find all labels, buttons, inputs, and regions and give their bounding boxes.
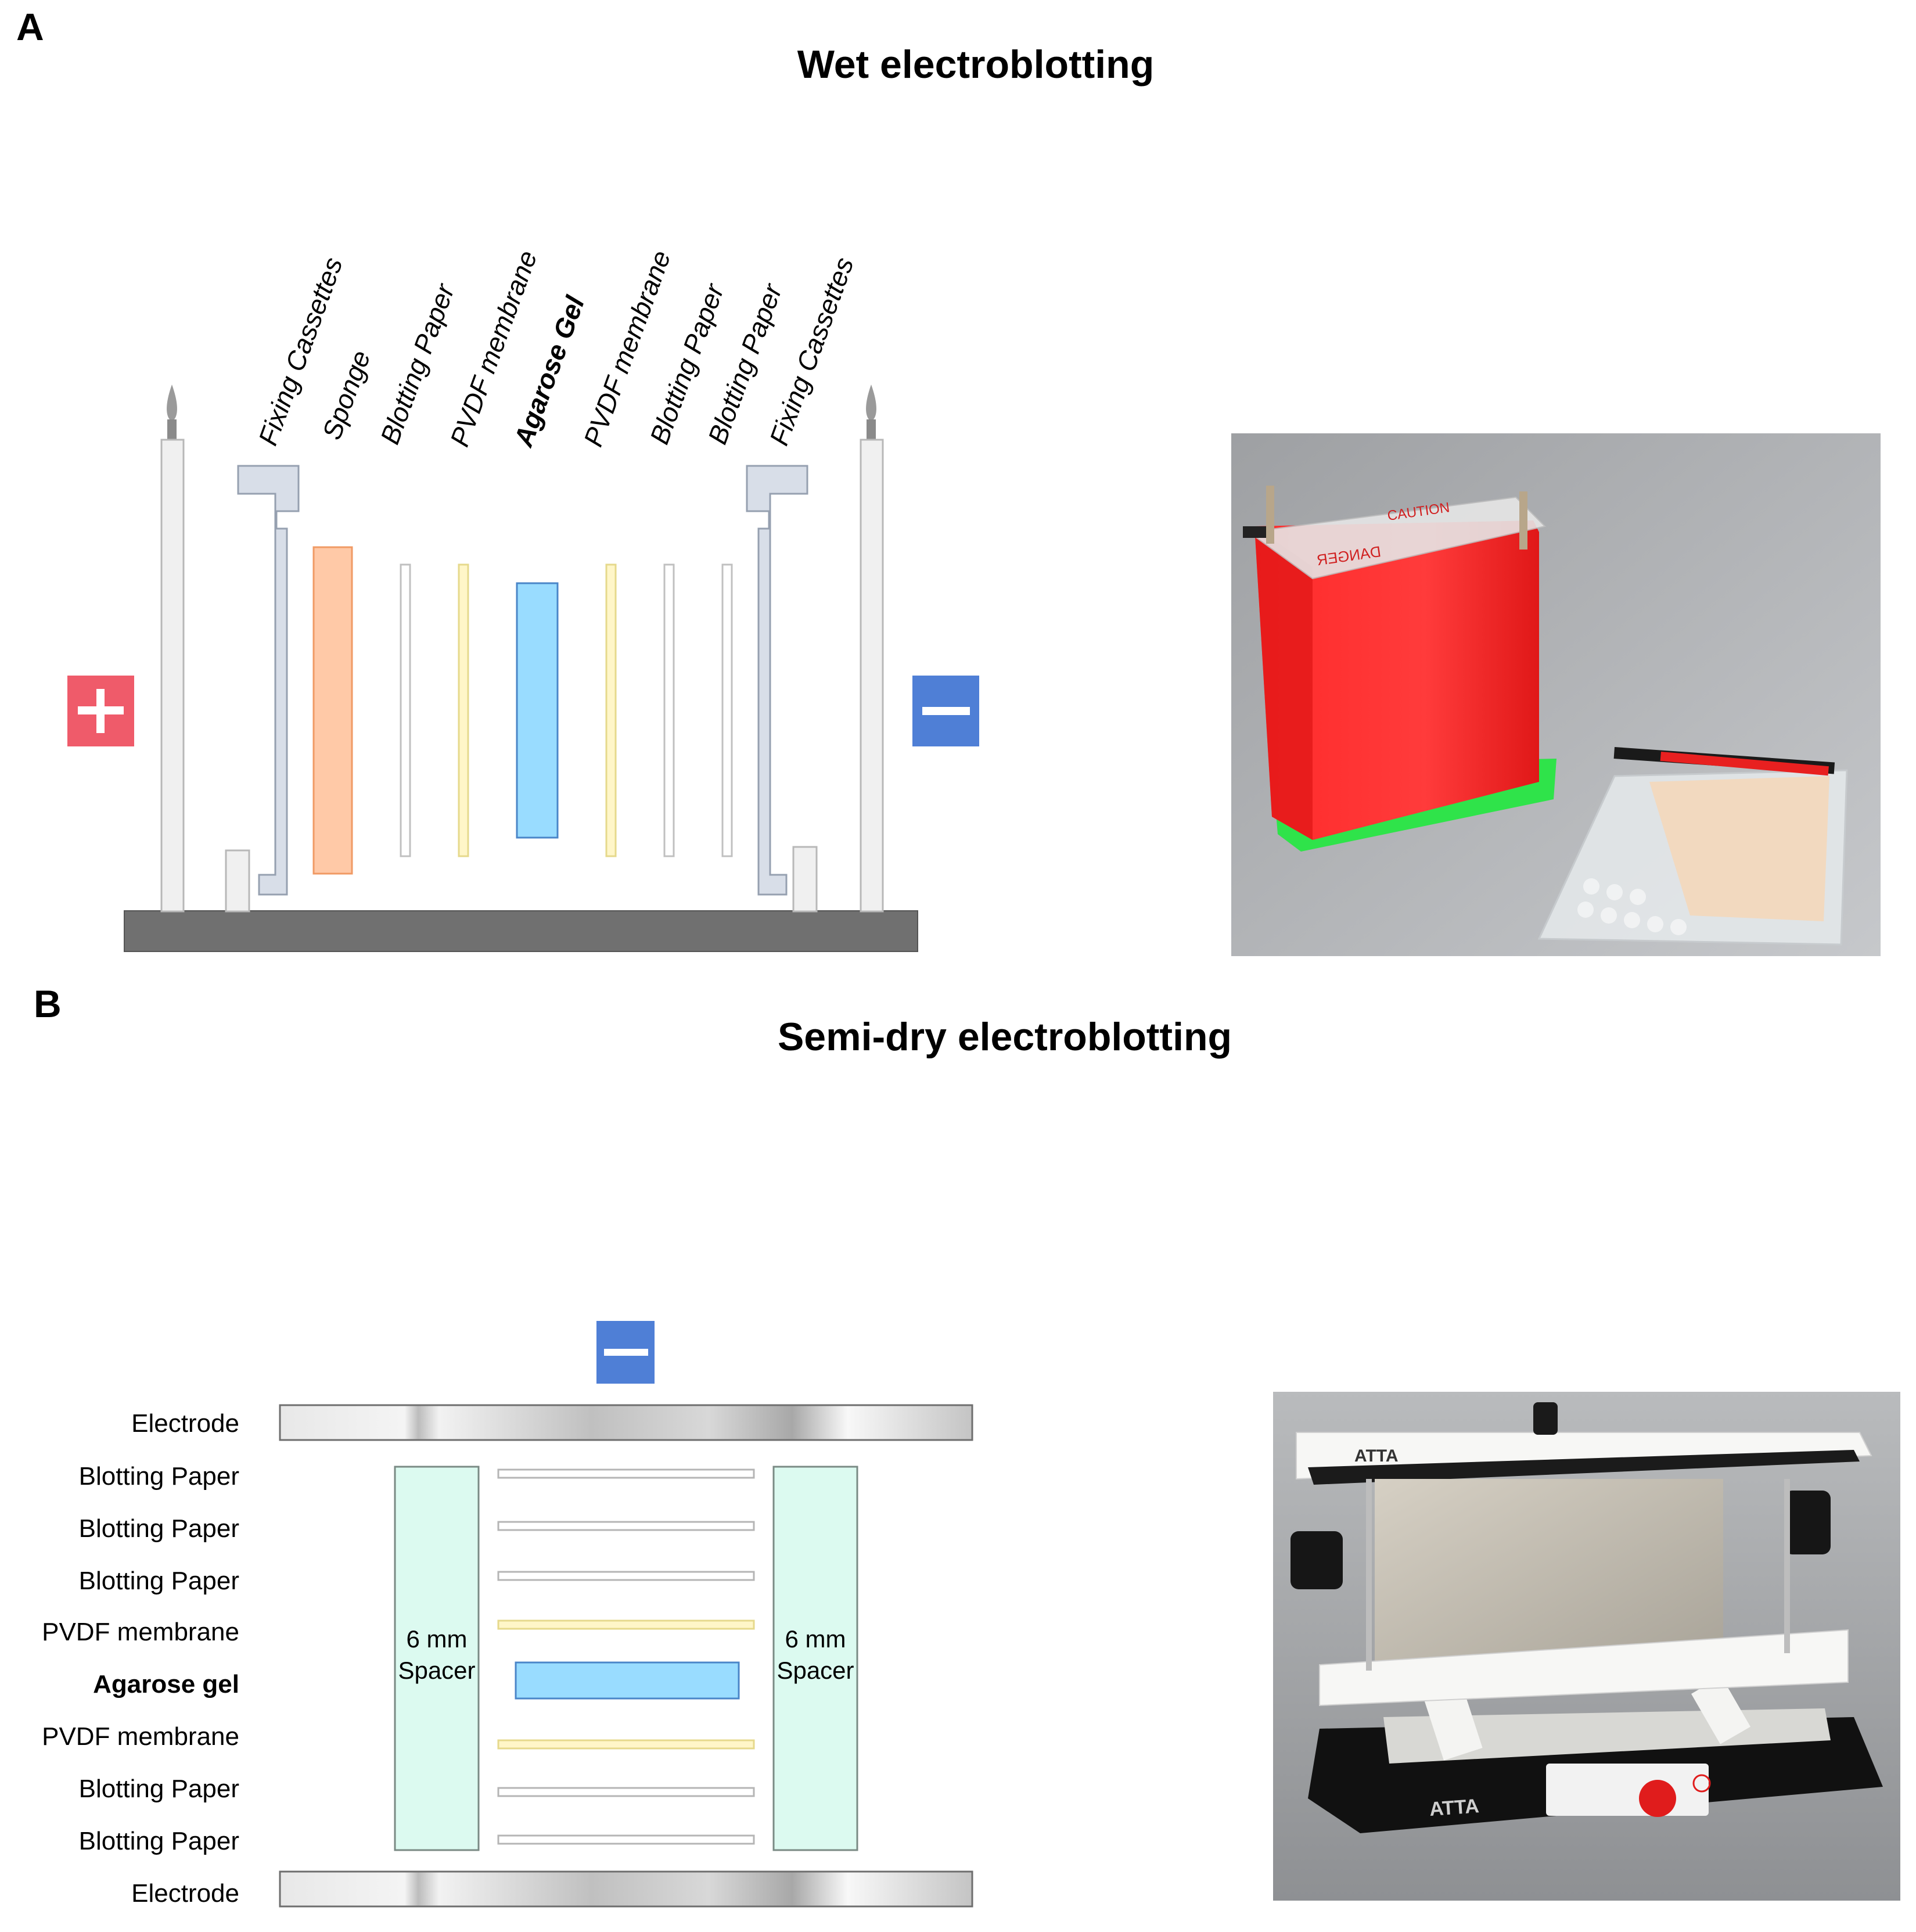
stack-label: Electrode (131, 1409, 239, 1438)
spacer-size-label: 6 mm (407, 1625, 468, 1653)
tank-lid (1247, 496, 1546, 580)
layer-label: Fixing Cassettes (764, 253, 860, 449)
agarose-gel-layer (516, 582, 559, 839)
negative-electrode-icon (912, 676, 979, 746)
stack-label: Blotting Paper (79, 1567, 239, 1595)
blotting-paper-layer (497, 1834, 755, 1845)
sponge-layer (312, 546, 353, 875)
tank-base (124, 910, 918, 952)
stack-label: Blotting Paper (79, 1514, 239, 1543)
agarose-gel-layer (515, 1661, 740, 1700)
layer-label: Sponge (317, 347, 376, 444)
negative-electrode-icon (596, 1321, 655, 1384)
brand-label: ATTA (1429, 1795, 1480, 1820)
blotting-paper-layer (497, 1787, 755, 1797)
panel-b-letter: B (34, 982, 62, 1025)
right-clamp (1784, 1491, 1831, 1554)
layer-label: Blotting Paper (375, 279, 461, 448)
pvdf-membrane-layer (458, 563, 469, 857)
left-fixing-cassette (237, 465, 300, 896)
stack-label: Agarose gel (93, 1670, 239, 1698)
brand-label: ATTA (1354, 1446, 1399, 1466)
wet-blot-diagram: Fixing Cassettes Sponge Blotting Paper P… (67, 246, 979, 952)
pvdf-membrane-layer (497, 1739, 755, 1750)
red-terminal-knob (1639, 1780, 1676, 1817)
blotting-paper-layer (400, 563, 411, 857)
left-clamp (1290, 1531, 1343, 1589)
left-foot (225, 849, 250, 913)
tray-sponge (1649, 776, 1829, 921)
right-spacer (772, 1466, 858, 1851)
blotting-paper-layer (497, 1468, 755, 1479)
positive-electrode-icon (67, 676, 134, 746)
right-electrode-pole (860, 385, 884, 913)
stack-label: Blotting Paper (79, 1827, 239, 1855)
stack-label: Blotting Paper (79, 1462, 239, 1491)
pvdf-membrane-layer (605, 563, 617, 857)
stack-label: Electrode (131, 1879, 239, 1908)
panel-a-title: Wet electroblotting (797, 42, 1155, 87)
semi-dry-blotter-photo: ATTA ATTA (1273, 1392, 1900, 1901)
stack-label: PVDF membrane (42, 1618, 239, 1646)
spacer-size-label: 6 mm (785, 1625, 846, 1653)
panel-a-letter: A (16, 5, 44, 48)
blotter-lid-bottom (1319, 1629, 1849, 1707)
stack-label: Blotting Paper (79, 1775, 239, 1803)
metal-electrode-plate (1375, 1479, 1723, 1671)
blotting-paper-layer (497, 1521, 755, 1531)
right-fixing-cassette (746, 465, 808, 896)
panel-b-title: Semi-dry electroblotting (777, 1015, 1232, 1059)
top-knob (1533, 1402, 1558, 1435)
spacer-label: Spacer (777, 1657, 854, 1684)
semi-dry-blot-diagram: 6 mm Spacer 6 mm Spacer Electrode Blotti… (42, 1321, 973, 1908)
left-spacer (394, 1466, 480, 1851)
wet-blot-tank-photo: DANGER CAUTION (1231, 433, 1881, 956)
blotting-paper-layer (497, 1571, 755, 1581)
top-electrode (279, 1404, 973, 1441)
spacer-label: Spacer (398, 1657, 475, 1684)
left-electrode-pole (160, 385, 185, 913)
stack-label: PVDF membrane (42, 1722, 239, 1751)
bottom-electrode (279, 1870, 973, 1908)
right-foot (792, 846, 818, 913)
blotting-paper-layer (721, 563, 733, 857)
blotting-paper-layer (663, 563, 675, 857)
tank-body (1254, 520, 1539, 840)
pvdf-membrane-layer (497, 1619, 755, 1630)
